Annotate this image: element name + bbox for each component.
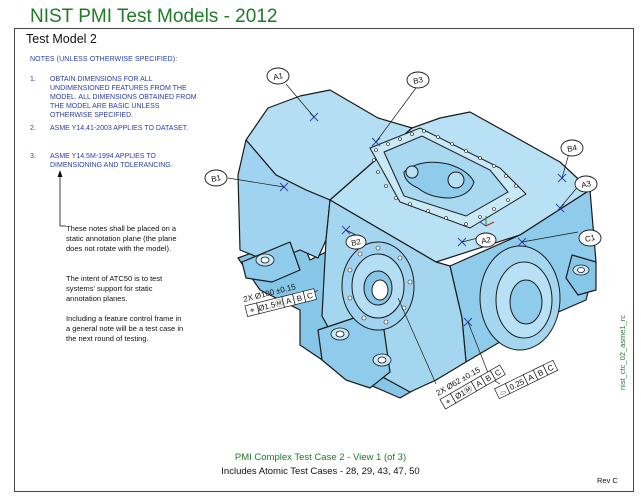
svg-text:A: A: [474, 378, 484, 389]
bubble-A2: A2: [475, 232, 497, 248]
note-text: OBTAIN DIMENSIONS FOR ALL UNDIMENSIONED …: [50, 76, 197, 119]
svg-text:C: C: [546, 363, 555, 374]
bubble-B1: B1: [204, 169, 228, 187]
pocket-holes: [372, 129, 518, 226]
svg-text:B: B: [536, 368, 545, 378]
svg-text:⌓: ⌓: [498, 386, 508, 397]
mount-holes: [255, 253, 590, 367]
bubble-B4: B4: [560, 139, 584, 157]
bottom-fcf: ⌖ Ø1Ⓜ A B C: [439, 364, 506, 410]
svg-text:C: C: [493, 367, 503, 378]
svg-text:B3: B3: [412, 75, 424, 86]
svg-text:B: B: [296, 294, 303, 304]
profile-fcf: ⌓ 0.25 A B C: [494, 359, 559, 400]
page-title: NIST PMI Test Models - 2012: [30, 6, 278, 27]
svg-text:A1: A1: [272, 71, 284, 82]
svg-text:A: A: [526, 372, 535, 383]
bubble-B2: B2: [345, 234, 367, 250]
svg-text:A2: A2: [480, 235, 492, 246]
note-number: 3.: [30, 153, 36, 160]
drawing-frame: [14, 28, 634, 492]
note-text: ASME Y14.5M-1994 APPLIES TO DIMENSIONING…: [50, 153, 173, 169]
note-number: 1.: [30, 76, 36, 83]
note-number: 2.: [30, 125, 36, 132]
bottom-dimension-annotation: 2X Ø62 ±0.15 ⌖ Ø1Ⓜ A B C: [435, 364, 506, 410]
svg-text:A3: A3: [580, 179, 592, 190]
svg-text:B: B: [484, 373, 493, 383]
bubble-B3: B3: [406, 71, 430, 89]
svg-text:⌖: ⌖: [444, 396, 453, 406]
right-bore: [479, 245, 561, 351]
front-bore: [341, 241, 415, 331]
bubble-A3: A3: [574, 175, 598, 193]
bubble-C1: C1: [578, 229, 602, 247]
front-bore-holes: [347, 245, 413, 325]
side-note-2: The intent of ATC50 is to test systems' …: [66, 274, 163, 303]
svg-text:C1: C1: [584, 233, 596, 244]
axis-triad: [479, 216, 495, 227]
left-fcf: ⌖ Ø1.5Ⓜ A B C: [244, 288, 317, 317]
note-leader: [57, 170, 66, 227]
notes-heading: NOTES (UNLESS OTHERWISE SPECIFIED):: [30, 56, 178, 63]
side-note-3: Including a feature control frame in a g…: [66, 314, 184, 343]
file-id-label: nist_ctc_02_asme1_rc: [618, 314, 627, 390]
model-name: Test Model 2: [26, 32, 97, 46]
svg-text:⌖: ⌖: [249, 305, 256, 315]
svg-text:B2: B2: [350, 237, 362, 248]
svg-text:C: C: [306, 291, 314, 301]
note-text: ASME Y14.41-2003 APPLIES TO DATASET.: [50, 125, 189, 132]
side-note-1: These notes shall be placed on a static …: [66, 224, 177, 253]
footer-title: PMI Complex Test Case 2 - View 1 (of 3): [234, 452, 407, 463]
bubble-A1: A1: [266, 67, 290, 85]
svg-text:B1: B1: [210, 173, 222, 184]
svg-text:A: A: [285, 296, 293, 306]
revision-label: Rev C: [597, 476, 618, 485]
svg-text:B4: B4: [566, 143, 578, 154]
footer-test-cases: Includes Atomic Test Cases - 28, 29, 43,…: [221, 466, 420, 477]
